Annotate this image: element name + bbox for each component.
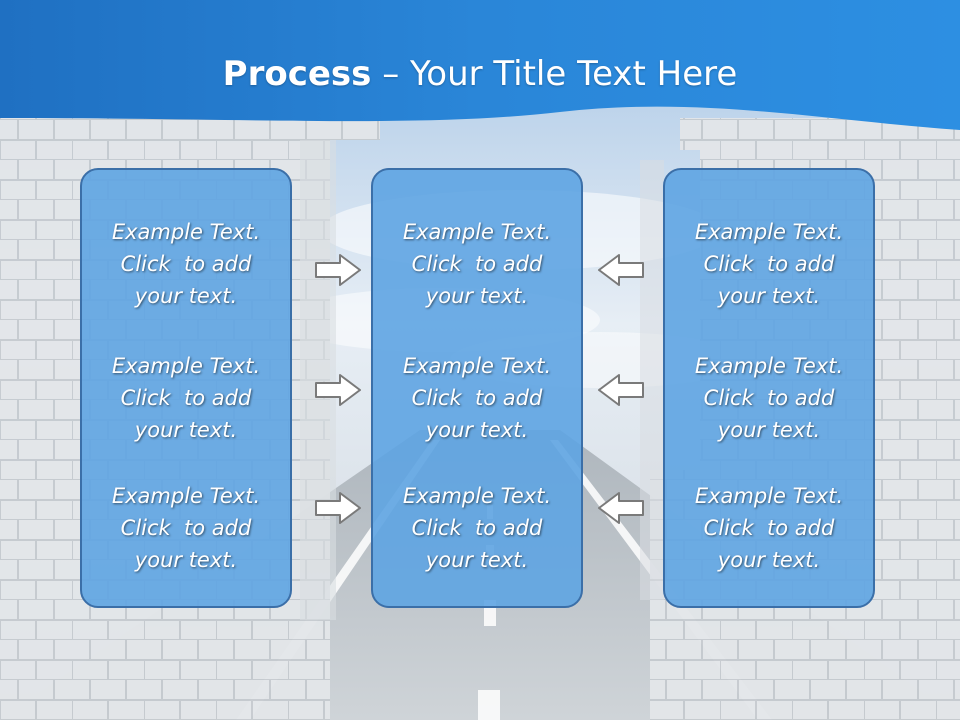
text-line: your text. bbox=[717, 548, 821, 572]
text-line: Example Text. bbox=[111, 354, 261, 378]
text-line: your text. bbox=[134, 418, 238, 442]
text-line: Click to add bbox=[703, 386, 835, 410]
text-line: Click to add bbox=[411, 386, 543, 410]
title-bold: Process bbox=[222, 54, 372, 94]
arrow-right-icon[interactable] bbox=[314, 491, 362, 525]
process-panel-right[interactable]: Example Text. Click to add your text. Ex… bbox=[663, 168, 875, 608]
text-line: Click to add bbox=[120, 516, 252, 540]
text-line: Click to add bbox=[120, 252, 252, 276]
arrow-left-icon[interactable] bbox=[597, 491, 645, 525]
text-line: Example Text. bbox=[694, 354, 844, 378]
text-line: Example Text. bbox=[694, 484, 844, 508]
text-line: Example Text. bbox=[694, 220, 844, 244]
slide-title[interactable]: Process – Your Title Text Here bbox=[0, 50, 960, 98]
text-line: your text. bbox=[425, 418, 529, 442]
text-line: Click to add bbox=[120, 386, 252, 410]
text-line: Click to add bbox=[411, 516, 543, 540]
text-placeholder[interactable]: Example Text. Click to add your text. bbox=[373, 480, 581, 576]
process-panel-left[interactable]: Example Text. Click to add your text. Ex… bbox=[80, 168, 292, 608]
text-placeholder[interactable]: Example Text. Click to add your text. bbox=[665, 350, 873, 446]
text-line: Example Text. bbox=[402, 354, 552, 378]
title-text: Your Title Text Here bbox=[410, 54, 738, 94]
text-line: Example Text. bbox=[111, 220, 261, 244]
process-panel-middle[interactable]: Example Text. Click to add your text. Ex… bbox=[371, 168, 583, 608]
text-placeholder[interactable]: Example Text. Click to add your text. bbox=[665, 480, 873, 576]
text-placeholder[interactable]: Example Text. Click to add your text. bbox=[82, 480, 290, 576]
arrow-right-icon[interactable] bbox=[314, 373, 362, 407]
text-placeholder[interactable]: Example Text. Click to add your text. bbox=[82, 216, 290, 312]
text-line: Click to add bbox=[411, 252, 543, 276]
text-line: Example Text. bbox=[402, 484, 552, 508]
text-placeholder[interactable]: Example Text. Click to add your text. bbox=[373, 216, 581, 312]
text-placeholder[interactable]: Example Text. Click to add your text. bbox=[82, 350, 290, 446]
text-line: your text. bbox=[717, 418, 821, 442]
arrow-left-icon[interactable] bbox=[597, 253, 645, 287]
text-line: your text. bbox=[425, 548, 529, 572]
text-line: Example Text. bbox=[111, 484, 261, 508]
arrow-left-icon[interactable] bbox=[597, 373, 645, 407]
text-placeholder[interactable]: Example Text. Click to add your text. bbox=[373, 350, 581, 446]
text-line: your text. bbox=[717, 284, 821, 308]
text-line: your text. bbox=[425, 284, 529, 308]
text-line: your text. bbox=[134, 548, 238, 572]
text-placeholder[interactable]: Example Text. Click to add your text. bbox=[665, 216, 873, 312]
text-line: Click to add bbox=[703, 252, 835, 276]
text-line: your text. bbox=[134, 284, 238, 308]
text-line: Example Text. bbox=[402, 220, 552, 244]
title-dash: – bbox=[371, 54, 411, 94]
text-line: Click to add bbox=[703, 516, 835, 540]
title-banner bbox=[0, 0, 960, 130]
arrow-right-icon[interactable] bbox=[314, 253, 362, 287]
